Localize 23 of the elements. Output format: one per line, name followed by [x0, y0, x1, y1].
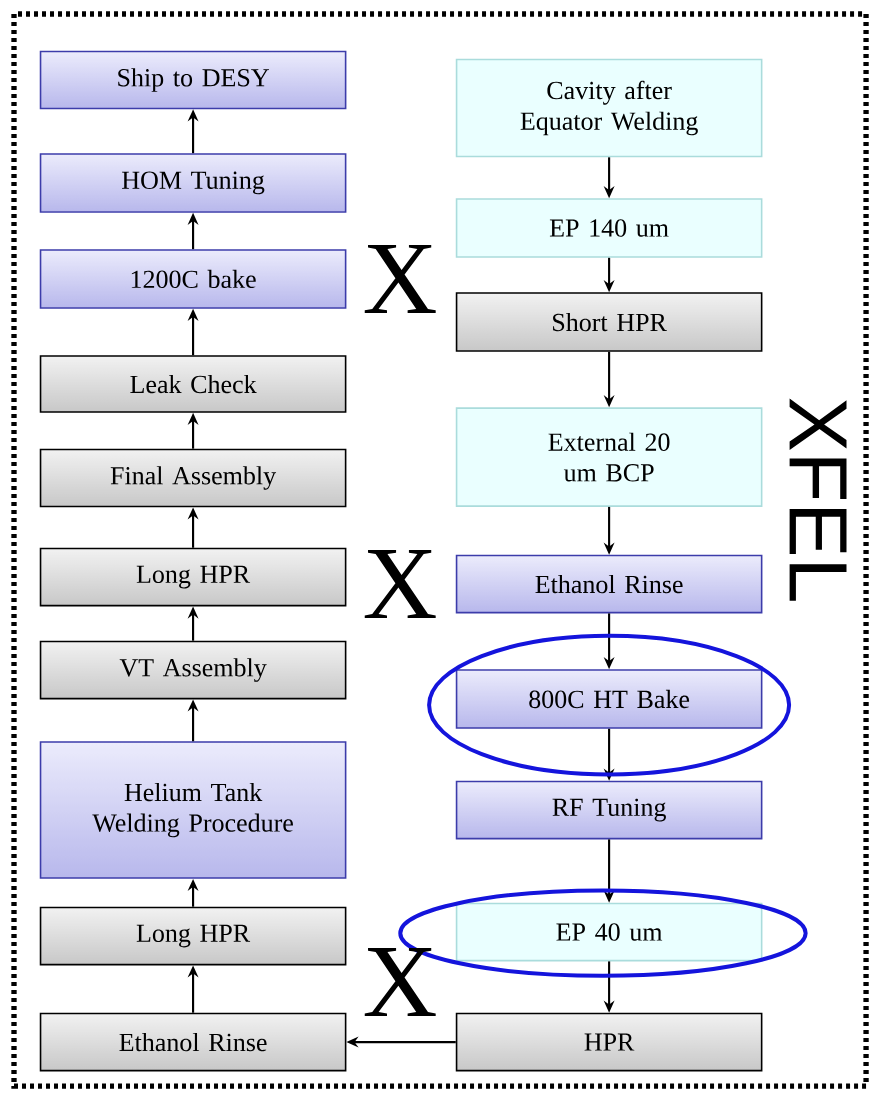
process-box: Long HPR — [39, 906, 347, 966]
process-box: RF Tuning — [455, 780, 763, 840]
process-box: VT Assembly — [39, 640, 347, 700]
cross-mark: X — [364, 550, 436, 619]
process-box: Short HPR — [455, 292, 763, 352]
process-box: External 20 um BCP — [455, 407, 763, 507]
process-box: Ethanol Rinse — [455, 554, 763, 614]
process-box: Leak Check — [39, 355, 347, 413]
cross-mark: X — [364, 948, 436, 1017]
side-label: XFEL — [789, 398, 847, 601]
process-box: Ship to DESY — [39, 50, 347, 110]
process-box: Final Assembly — [39, 448, 347, 508]
process-box: Long HPR — [39, 547, 347, 607]
process-box: HOM Tuning — [39, 153, 347, 213]
process-box: EP 140 um — [455, 198, 763, 258]
process-box: 1200C bake — [39, 249, 347, 309]
process-box: 800C HT Bake — [455, 669, 763, 729]
process-box: Cavity after Equator Welding — [455, 58, 763, 158]
cross-mark: X — [364, 244, 436, 313]
process-box: Helium Tank Welding Procedure — [39, 741, 347, 879]
process-box: EP 40 um — [455, 902, 763, 962]
process-box: HPR — [455, 1012, 763, 1072]
process-box: Ethanol Rinse — [39, 1012, 347, 1072]
